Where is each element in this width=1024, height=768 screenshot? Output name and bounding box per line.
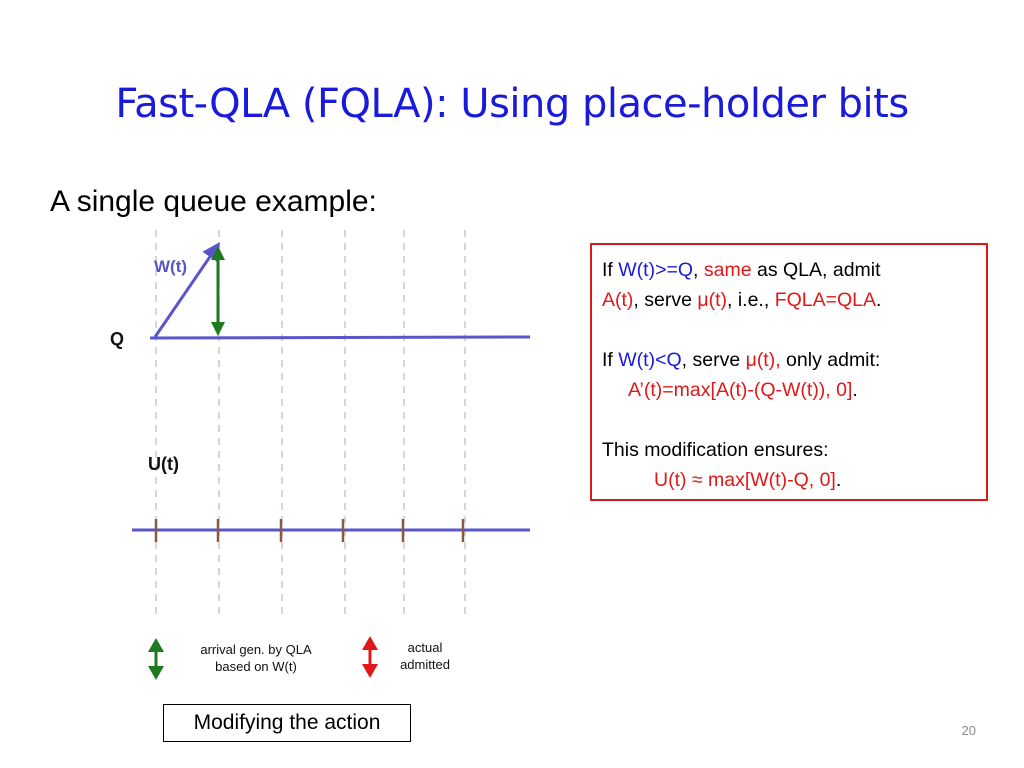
time-slot-gridlines <box>155 230 466 620</box>
legend-green-text-1: arrival gen. by QLA <box>200 642 312 657</box>
page-number: 20 <box>961 723 976 738</box>
legend-red-text-2: admitted <box>400 657 450 672</box>
rule-line-1: If W(t)>=Q, same as QLA, admit <box>602 259 881 281</box>
slide-title: Fast-QLA (FQLA): Using place-holder bits <box>115 81 909 127</box>
u-ticks <box>154 519 465 542</box>
green-double-arrow <box>211 246 225 336</box>
w-label: W(t) <box>154 257 187 276</box>
rule-line-2: A(t), serve μ(t), i.e., FQLA=QLA. <box>602 289 882 311</box>
rule-line-6: U(t) ≈ max[W(t)-Q, 0]. <box>654 469 842 491</box>
rule-line-5: This modification ensures: <box>602 439 829 461</box>
legend-green-arrow-icon <box>148 638 164 680</box>
legend-red-arrow-icon <box>362 636 378 678</box>
q-label: Q <box>110 329 124 349</box>
rule-line-3: If W(t)<Q, serve μ(t), only admit: <box>602 349 881 371</box>
caption-box: Modifying the action <box>163 704 411 742</box>
legend-red-text-1: actual <box>408 640 443 655</box>
w-rising-line <box>153 242 221 338</box>
u-label: U(t) <box>148 454 179 474</box>
q-threshold-line <box>149 335 531 340</box>
slide-subtitle: A single queue example: <box>50 185 377 218</box>
legend-green-text-2: based on W(t) <box>215 659 297 674</box>
rule-line-4: A’(t)=max[A(t)-(Q-W(t)), 0]. <box>628 379 858 401</box>
fqla-rule-box: If W(t)>=Q, same as QLA, admit A(t), ser… <box>590 243 988 501</box>
